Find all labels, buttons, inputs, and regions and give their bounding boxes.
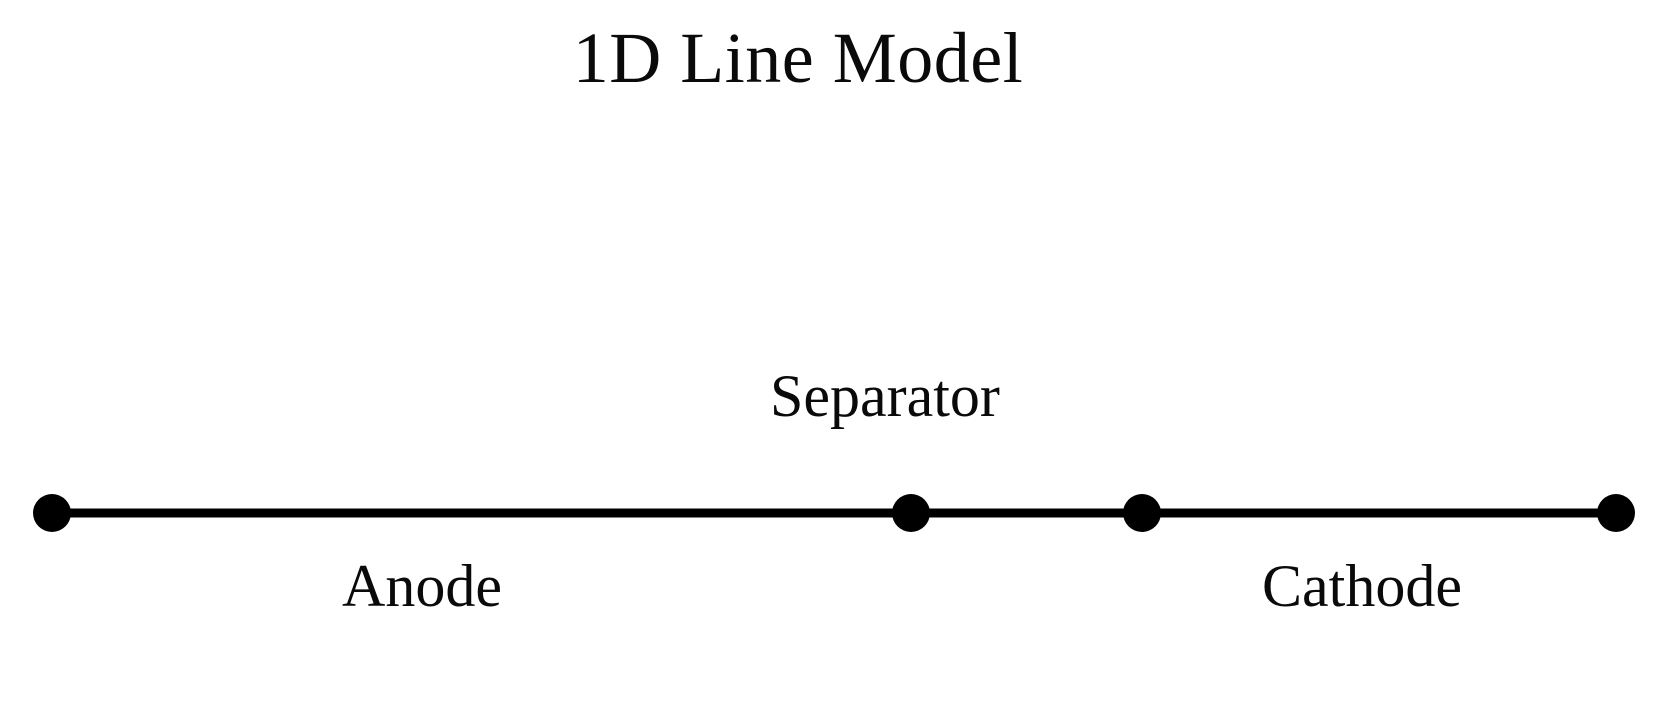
- node-anode-left-end: [33, 494, 71, 532]
- node-anode-separator-boundary: [892, 494, 930, 532]
- node-cathode-right-end: [1597, 494, 1635, 532]
- cathode-region-label: Cathode: [1262, 553, 1462, 619]
- node-separator-cathode-boundary: [1123, 494, 1161, 532]
- figure-title: 1D Line Model: [572, 18, 1024, 98]
- anode-region-label: Anode: [342, 553, 502, 619]
- separator-region-label: Separator: [770, 363, 1000, 429]
- one-dimensional-line-diagram: [33, 494, 1635, 532]
